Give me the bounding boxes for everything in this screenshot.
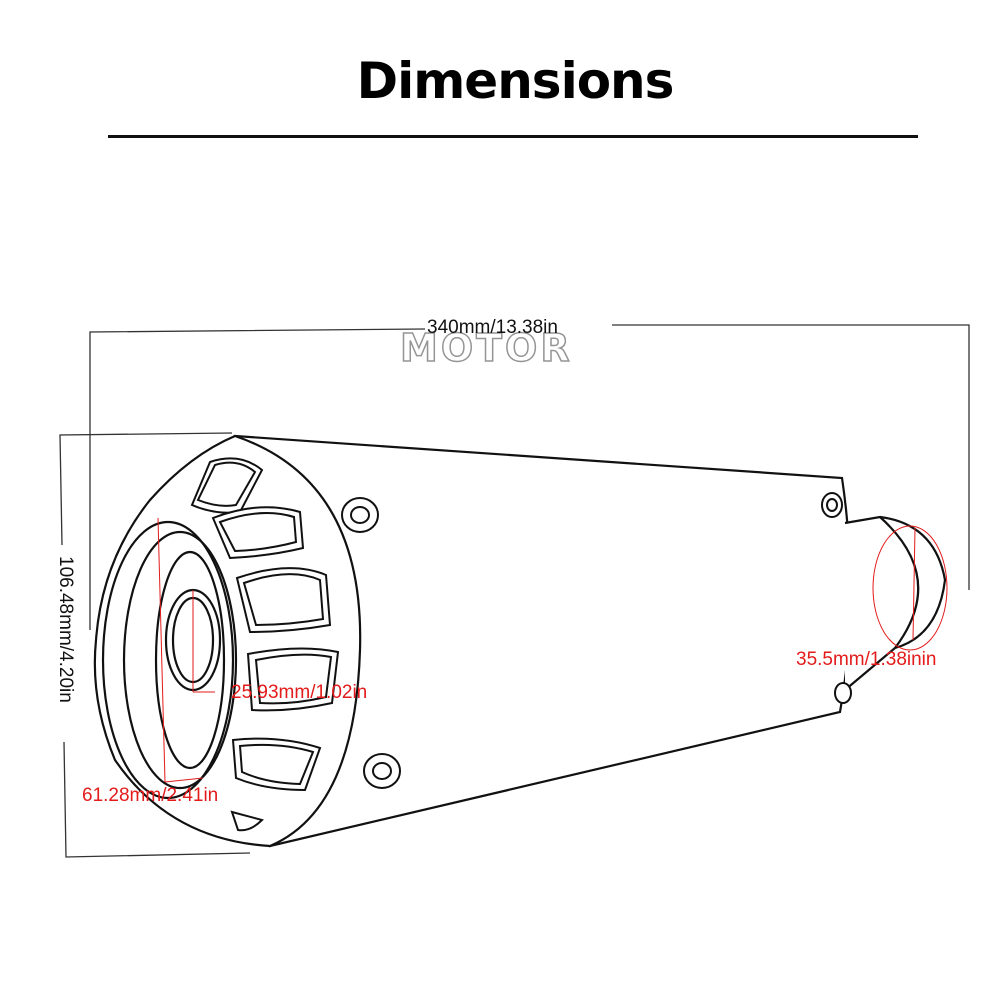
height-dimension-lines xyxy=(59,432,251,858)
cap-diameter-label: 61.28mm/2.41in xyxy=(82,785,219,806)
mount-bolts xyxy=(341,492,852,789)
inlet-diameter-line xyxy=(912,527,916,641)
inlet-pipe xyxy=(844,515,947,691)
inlet-diameter-label: 35.5mm/1.38inin xyxy=(796,649,937,670)
cap-diameter-leader xyxy=(164,777,204,783)
cap-diameter-line xyxy=(157,517,166,783)
cap-vent-slots xyxy=(190,457,340,832)
outlet-diameter-label: 25.93mm/1.02in xyxy=(231,682,368,703)
overall-length-label: 340mm/13.38in xyxy=(427,317,558,338)
outer-height-label: 106.48mm/4.20in xyxy=(55,556,76,703)
overall-length-dimension-lines xyxy=(89,324,970,630)
inlet-diameter-circle xyxy=(872,525,948,651)
watermark-logo: MOTOR xyxy=(399,325,573,371)
page-title: Dimensions xyxy=(356,52,675,110)
title-divider xyxy=(108,135,918,138)
